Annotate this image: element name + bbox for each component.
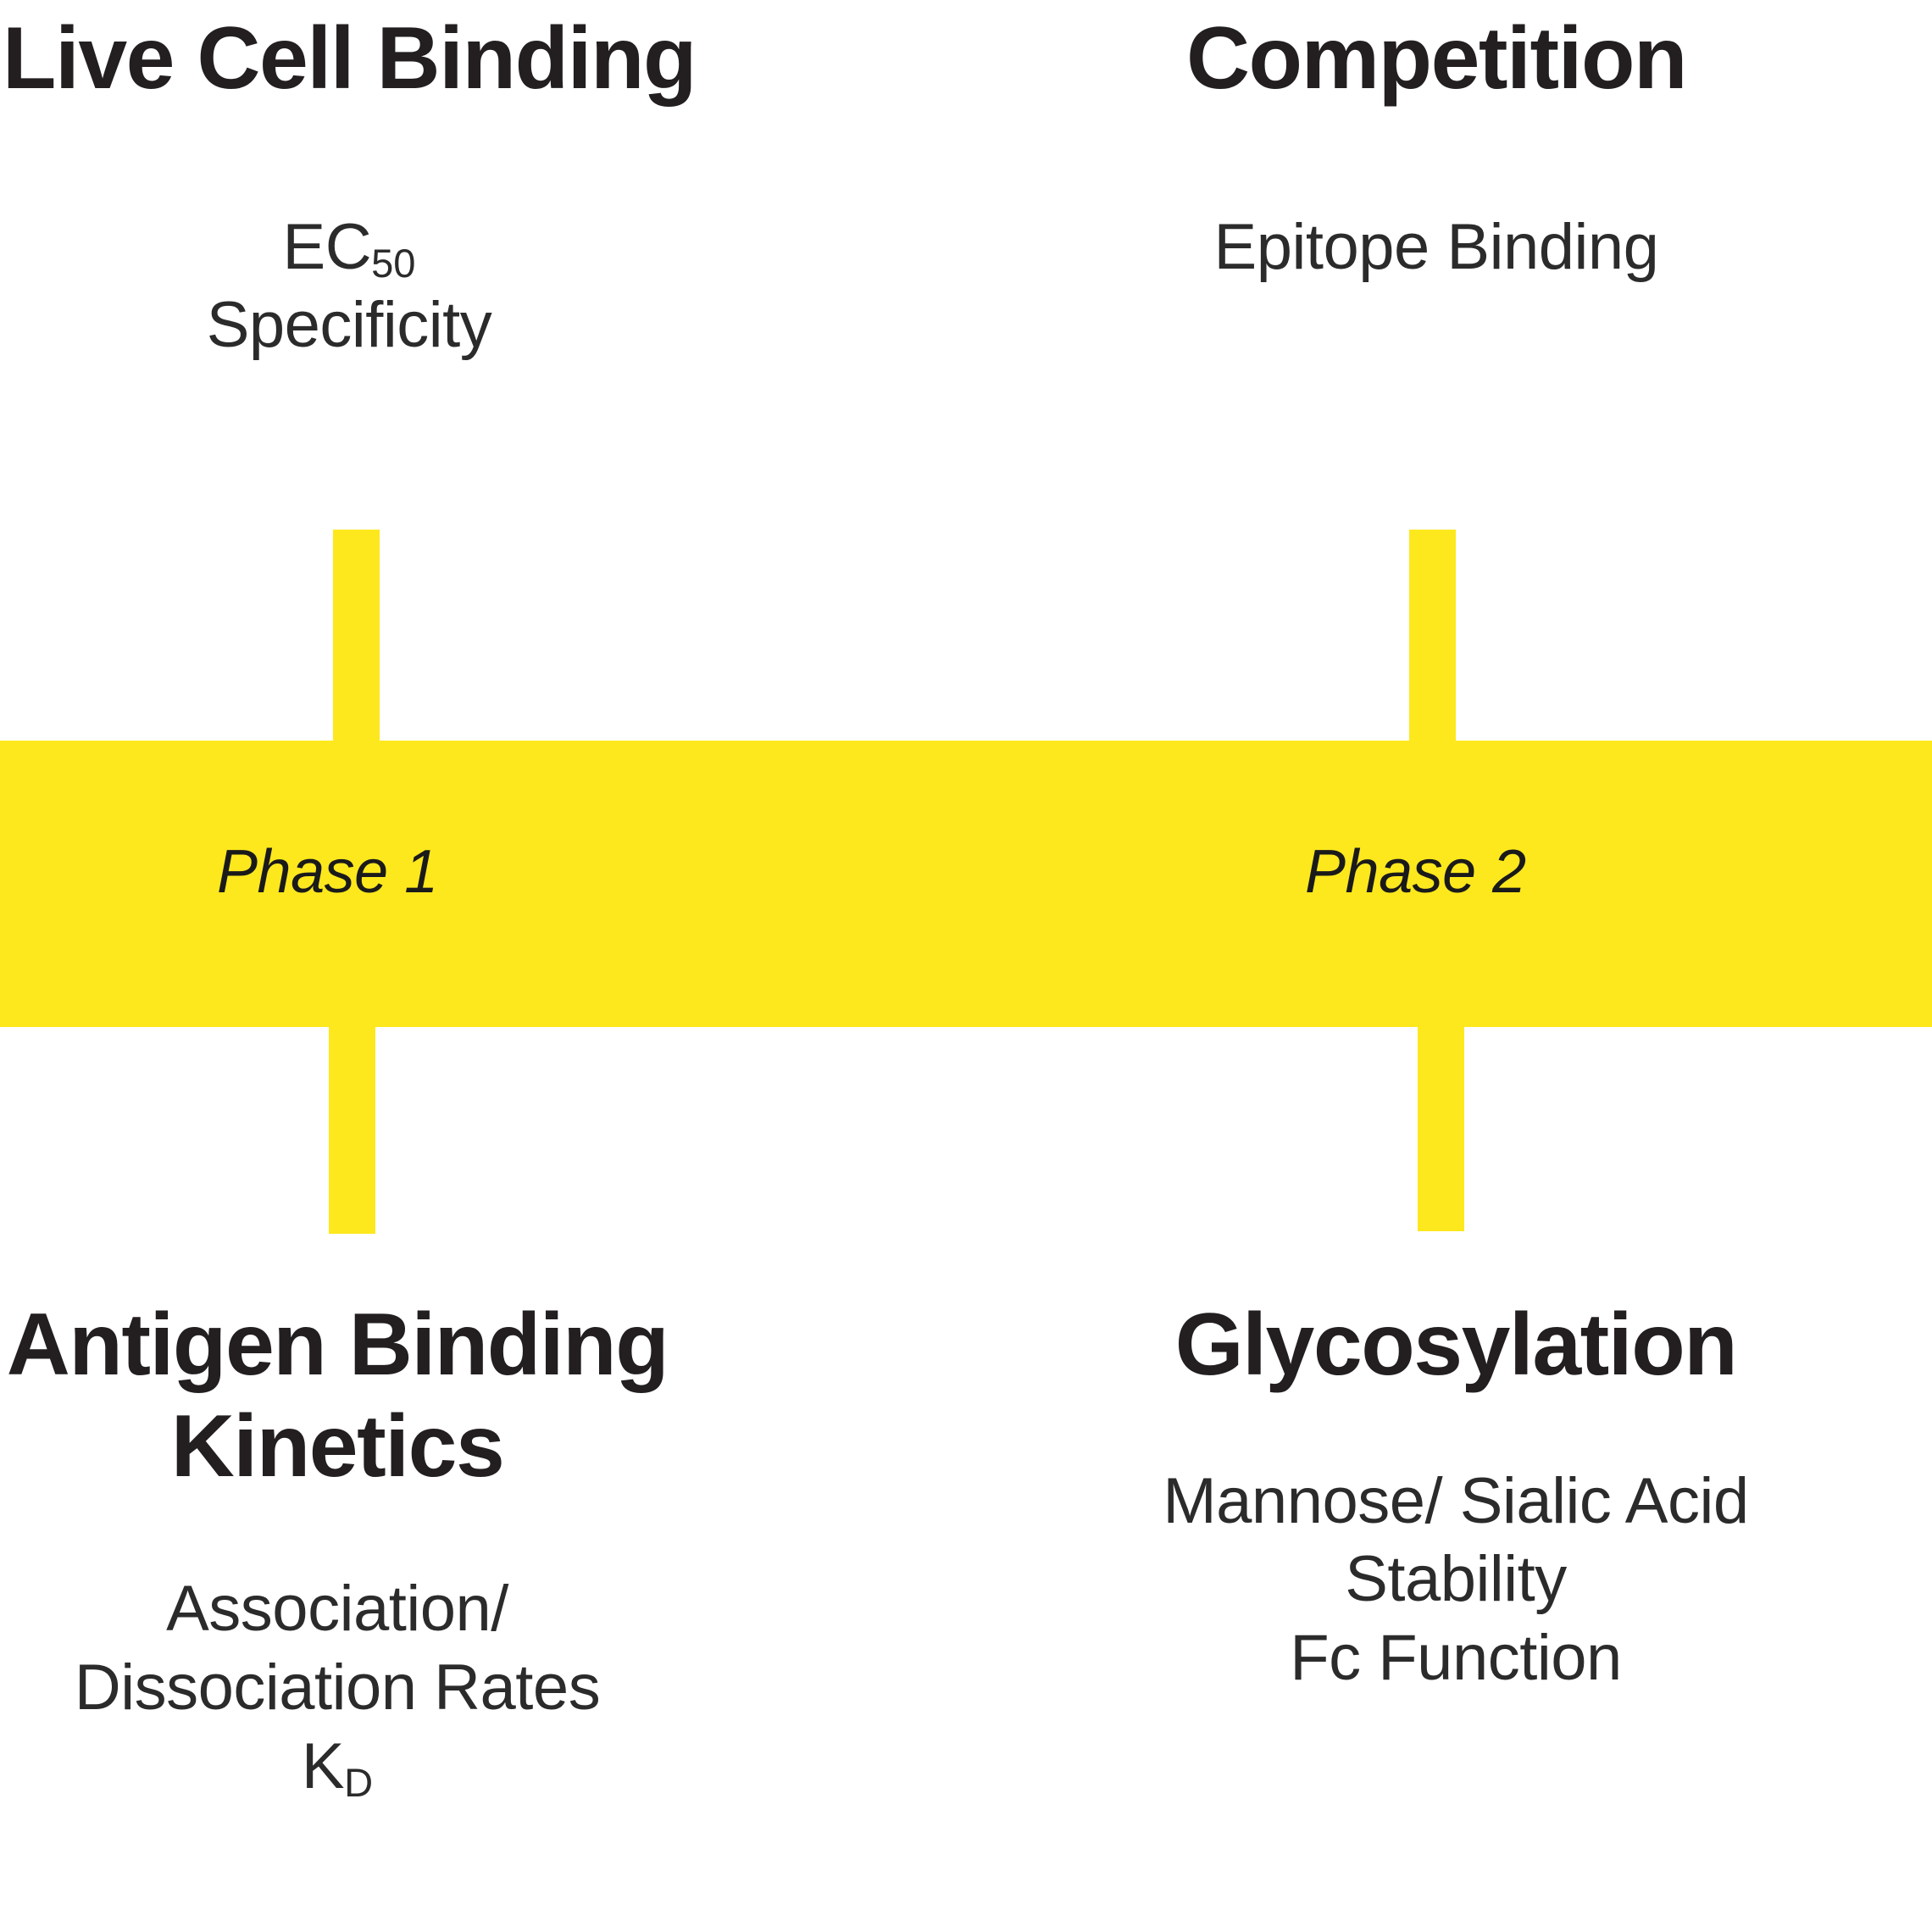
timeline-band — [0, 741, 1932, 1027]
quadrant-heading-antigen-binding-kinetics: Antigen Binding Kinetics — [0, 1295, 710, 1497]
connector-stem-top-right — [1409, 530, 1456, 746]
quadrant-details-competition: Epitope Binding — [1055, 208, 1818, 287]
detail-kd: KD — [0, 1728, 710, 1807]
detail-epitope-binding: Epitope Binding — [1213, 210, 1659, 283]
quadrant-heading-line-1: Antigen Binding — [6, 1296, 669, 1394]
detail-fc-function: Fc Function — [1290, 1622, 1622, 1695]
detail-kd-subscript: D — [344, 1759, 374, 1805]
quadrant-heading-line-2: Kinetics — [170, 1396, 505, 1496]
detail-ec50: EC50 — [0, 208, 730, 287]
connector-stem-bottom-left — [329, 1022, 375, 1234]
quadrant-details-live-cell-binding: EC50 Specificity — [0, 208, 730, 365]
connector-stem-bottom-right — [1418, 1022, 1464, 1231]
quadrant-live-cell-binding: Live Cell Binding EC50 Specificity — [0, 8, 730, 365]
quadrant-glycosylation: Glycosylation Mannose/ Sialic Acid Stabi… — [1066, 1295, 1846, 1698]
phase-1-label: Phase 1 — [217, 838, 438, 906]
quadrant-details-glycosylation: Mannose/ Sialic Acid Stability Fc Functi… — [1066, 1463, 1846, 1698]
connector-stem-top-left — [333, 530, 380, 746]
detail-ec50-subscript: 50 — [371, 240, 416, 286]
quadrant-heading-live-cell-binding: Live Cell Binding — [2, 9, 697, 108]
quadrant-heading-glycosylation: Glycosylation — [1174, 1296, 1738, 1394]
detail-association: Association/ — [166, 1573, 508, 1646]
quadrant-details-antigen-binding-kinetics: Association/ Dissociation Rates KD — [0, 1570, 710, 1806]
detail-kd-text: K — [301, 1729, 345, 1802]
quadrant-competition: Competition Epitope Binding — [1055, 8, 1818, 286]
quadrant-antigen-binding-kinetics: Antigen Binding Kinetics Association/ Di… — [0, 1295, 710, 1806]
detail-stability: Stability — [1345, 1543, 1567, 1616]
detail-ec50-text: EC — [282, 210, 372, 283]
detail-mannose-sialic-acid: Mannose/ Sialic Acid — [1163, 1464, 1749, 1537]
detail-dissociation-rates: Dissociation Rates — [74, 1651, 601, 1724]
phase-2-label: Phase 2 — [1305, 838, 1526, 906]
quadrant-heading-competition: Competition — [1185, 9, 1688, 108]
detail-specificity: Specificity — [206, 289, 492, 362]
